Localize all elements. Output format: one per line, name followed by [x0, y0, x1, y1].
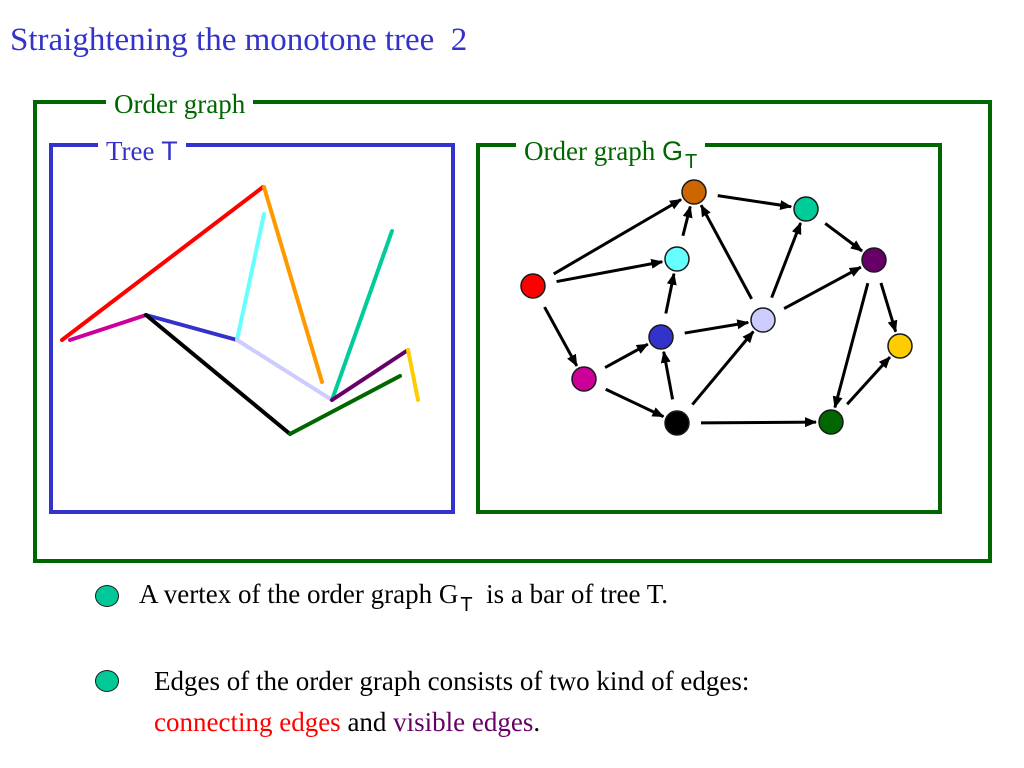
tree-bar-5	[235, 212, 266, 342]
tree-bar-1	[60, 185, 265, 342]
graph-node-teal	[793, 196, 819, 222]
graph-node-yellow	[887, 333, 913, 359]
graph-edge-lavender-to-teal	[770, 222, 802, 299]
bullet-2-icon	[95, 670, 119, 692]
graph-label-text: Order graph	[524, 136, 662, 166]
graph-edge-red-to-orange	[552, 198, 682, 276]
order-graph-outer-frame	[33, 100, 992, 563]
graph-edge-red-to-magenta	[543, 306, 579, 367]
graph-edge-lavender-to-orange	[699, 204, 753, 300]
graph-edge-magenta-to-blue	[604, 342, 649, 369]
outer-frame-label: Order graph	[106, 88, 254, 120]
bullet-1-text-before: A vertex of the order graph G	[139, 579, 459, 609]
graph-edge-darkgreen-to-yellow	[846, 356, 892, 406]
tree-bars-group	[60, 185, 420, 436]
tree-frame-label: Tree T	[98, 135, 186, 167]
graph-edge-purple-to-yellow	[879, 282, 898, 333]
graph-edges-group	[543, 194, 898, 428]
and-text: and	[340, 707, 394, 737]
graph-edge-black-to-blue	[660, 350, 675, 400]
graph-edge-purple-to-darkgreen	[832, 282, 870, 409]
graph-node-black	[664, 410, 690, 436]
tree-label-symbol: T	[161, 136, 178, 166]
tree-bar-6	[262, 185, 324, 384]
tree-bar-4	[144, 313, 292, 436]
order-graph-frame	[476, 143, 942, 514]
graph-edge-red-to-cyan	[556, 258, 664, 284]
bullet-1-subscript: T	[460, 594, 473, 616]
graph-edge-magenta-to-black	[605, 387, 665, 418]
graph-node-magenta	[571, 366, 597, 392]
tree-label-text: Tree	[106, 136, 162, 166]
graph-edge-black-to-lavender	[691, 330, 755, 406]
bullet-1-text-after: is a bar of tree T.	[472, 579, 669, 609]
graph-edge-blue-to-cyan	[664, 272, 677, 314]
graph-edge-teal-to-purple	[824, 222, 863, 253]
graph-node-orange	[681, 179, 707, 205]
visible-edges-term: visible edges	[393, 707, 534, 737]
graph-edge-orange-to-teal	[717, 194, 793, 211]
period-text: .	[533, 707, 541, 737]
tree-bar-2	[68, 313, 148, 342]
bullet-2-line1: Edges of the order graph consists of two…	[154, 666, 750, 696]
tree-bar-3	[144, 313, 239, 342]
tree-bar-11	[406, 348, 420, 402]
tree-bar-10	[288, 374, 402, 436]
graph-nodes-group	[520, 179, 913, 436]
graph-label-symbol: G	[661, 136, 683, 166]
bullet-1-icon	[95, 585, 119, 607]
graph-edge-cyan-to-orange	[681, 205, 693, 237]
graph-edge-lavender-to-purple	[783, 265, 862, 310]
graph-edge-black-to-darkgreen	[700, 417, 818, 428]
graph-node-purple	[861, 247, 887, 273]
tree-bar-8	[330, 229, 394, 402]
tree-bar-7	[235, 338, 334, 402]
graph-node-darkgreen	[818, 409, 844, 435]
graph-edge-blue-to-lavender	[684, 319, 750, 335]
graph-node-lavender	[750, 307, 776, 333]
graph-node-blue	[648, 324, 674, 350]
tree-bar-9	[330, 348, 410, 402]
tree-frame	[49, 143, 455, 514]
bullet-2-line2: connecting edges and visible edges.	[154, 705, 540, 739]
slide-title: Straightening the monotone tree 2	[10, 22, 468, 58]
graph-node-red	[520, 273, 546, 299]
connecting-edges-term: connecting edges	[154, 707, 341, 737]
graph-node-cyan	[664, 246, 690, 272]
graph-label-subscript: T	[684, 151, 698, 173]
